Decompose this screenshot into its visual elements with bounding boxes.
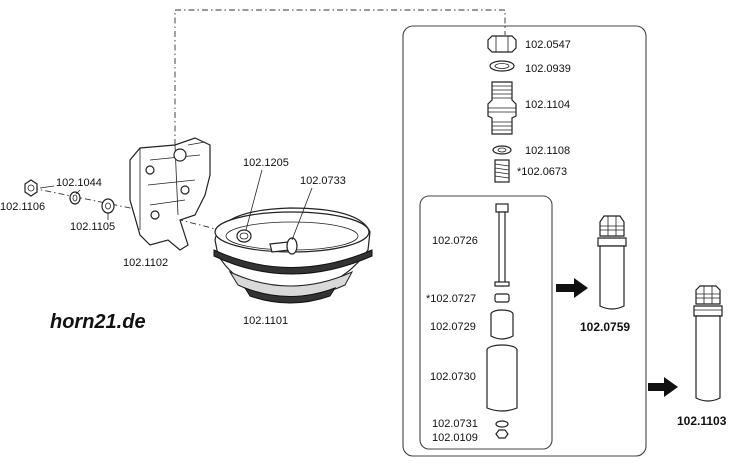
leader-1205 (245, 169, 263, 231)
washer-102-1108 (492, 145, 512, 155)
connection-dashdot-line (174, 9, 506, 145)
label-102-1108: 102.1108 (525, 145, 570, 157)
label-102-0673: *102.0673 (517, 166, 567, 178)
leader-0733 (291, 187, 313, 241)
label-102-0727: *102.0727 (426, 293, 476, 305)
arrow-to-102-0759 (556, 278, 588, 298)
sleeve-102-0729 (490, 309, 514, 340)
arrow-to-102-1103 (648, 377, 678, 397)
brand-text: horn21.de (50, 311, 146, 333)
label-102-0109: 102.0109 (432, 432, 478, 444)
label-102-0939: 102.0939 (525, 63, 571, 75)
leader-1106 (39, 185, 55, 189)
washer-102-1105 (101, 198, 115, 214)
label-102-0759: 102.0759 (580, 320, 630, 334)
label-102-1102: 102.1102 (123, 257, 168, 269)
label-102-1106: 102.1106 (0, 201, 45, 213)
washer-102-0731 (495, 420, 509, 428)
label-102-0729: 102.0729 (430, 321, 476, 333)
ring-102-0939 (489, 60, 515, 72)
label-102-1104: 102.1104 (525, 99, 570, 111)
label-102-1044: 102.1044 (56, 177, 102, 189)
valve-insert-frame (419, 195, 553, 450)
label-102-0731: 102.0731 (432, 418, 478, 430)
drinking-bowl (213, 207, 373, 304)
tube-102-0730 (486, 344, 518, 412)
mounting-bracket (129, 137, 211, 251)
o-ring-102-1205 (236, 229, 252, 243)
assembly-102-0759 (597, 215, 627, 310)
label-102-0733: 102.0733 (300, 175, 346, 187)
label-102-0730: 102.0730 (430, 371, 476, 383)
nut-102-0547 (487, 35, 517, 53)
label-102-0726: 102.0726 (432, 235, 478, 247)
nut-102-1106 (24, 179, 38, 197)
threaded-nipple-102-1104 (487, 81, 517, 135)
washer-102-1044 (69, 191, 81, 205)
valve-assembly-frame (402, 25, 647, 457)
screw-102-0733 (269, 237, 298, 255)
nut-102-0109 (495, 429, 509, 439)
ring-102-0727 (494, 293, 510, 303)
label-102-1205: 102.1205 (243, 157, 289, 169)
label-102-1101: 102.1101 (243, 315, 288, 327)
assembly-102-1103 (693, 285, 723, 402)
spring-102-0673 (494, 159, 510, 183)
label-102-0547: 102.0547 (525, 39, 571, 51)
valve-pin-102-0726 (494, 203, 510, 287)
label-102-1105: 102.1105 (70, 221, 115, 233)
label-102-1103: 102.1103 (677, 414, 727, 428)
leader-1044 (75, 189, 81, 195)
